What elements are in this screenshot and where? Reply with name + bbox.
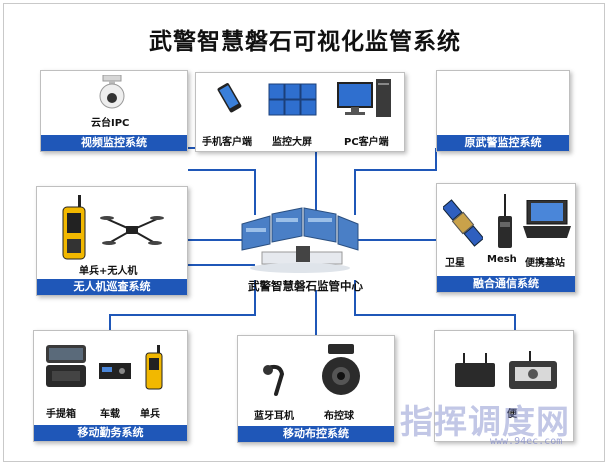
portable-equipment-box: 便 [434,330,574,442]
terminal-label-screen: 监控大屏 [272,137,312,148]
mobile-deploy-box: 蓝牙耳机 布控球 移动布控系统 [237,335,395,443]
video-monitoring-title: 视频监控系统 [41,135,187,151]
mobile-label-soldier: 单兵 [140,409,160,420]
video-monitoring-box: 云台IPC 视频监控系统 [40,70,188,152]
portable-case-icon [509,351,557,389]
individual-soldier-device-icon [145,345,163,390]
comm-label-satellite: 卫星 [445,258,465,269]
mobile-phone-icon [217,83,242,113]
watermark-url: www.94ec.com [490,436,563,447]
ptz-camera-label: 云台IPC [91,118,130,129]
mobile-duty-box: 手提箱 车载 单兵 移动勤务系统 [33,330,188,442]
mesh-radio-icon [498,194,512,248]
center-label: 武警智慧磐石监管中心 [248,279,363,293]
mobile-duty-title: 移动勤务系统 [34,425,187,441]
command-center-icon [241,207,359,273]
client-terminals-box: 手机客户端 监控大屏 PC客户端 [195,72,405,152]
mobile-label-vehicle: 车载 [100,409,120,420]
legacy-monitoring-box: 原武警监控系统 [436,70,570,152]
surveillance-ball-icon [322,344,360,395]
deploy-label-earpiece: 蓝牙耳机 [254,411,294,422]
converged-comm-box: 卫星 Mesh 便携基站 融合通信系统 [436,183,576,293]
diagram-title: 武警智慧磐石可视化监管系统 [149,29,461,55]
portable-base-station-icon [523,200,571,238]
watermark-text: 指挥调度网 [400,402,570,441]
handheld-terminal-icon [62,195,86,260]
comm-label-basestation: 便携基站 [525,258,565,269]
bluetooth-earpiece-icon [263,364,285,396]
uav-patrol-title: 无人机巡查系统 [37,279,187,295]
drone-icon [100,216,164,245]
uav-patrol-box: 单兵+无人机 无人机巡查系统 [36,186,188,296]
mobile-label-suitcase: 手提箱 [46,409,76,420]
converged-comm-title: 融合通信系统 [437,276,575,292]
uav-device-label: 单兵+无人机 [79,266,138,277]
portable-equipment-label: 便 [507,409,517,420]
terminal-label-phone: 手机客户端 [202,137,252,148]
pc-computer-icon [337,79,391,117]
satellite-icon [443,199,483,247]
router-device-icon [455,353,495,387]
ptz-camera-icon [99,75,125,109]
legacy-monitoring-title: 原武警监控系统 [437,135,569,151]
terminal-label-pc: PC客户端 [344,137,389,148]
mobile-deploy-title: 移动布控系统 [238,426,394,442]
deploy-label-ball: 布控球 [324,411,354,422]
vehicle-unit-icon [99,363,131,379]
comm-label-mesh: Mesh [487,254,517,265]
suitcase-icon [46,345,86,387]
video-wall-icon [268,83,317,116]
